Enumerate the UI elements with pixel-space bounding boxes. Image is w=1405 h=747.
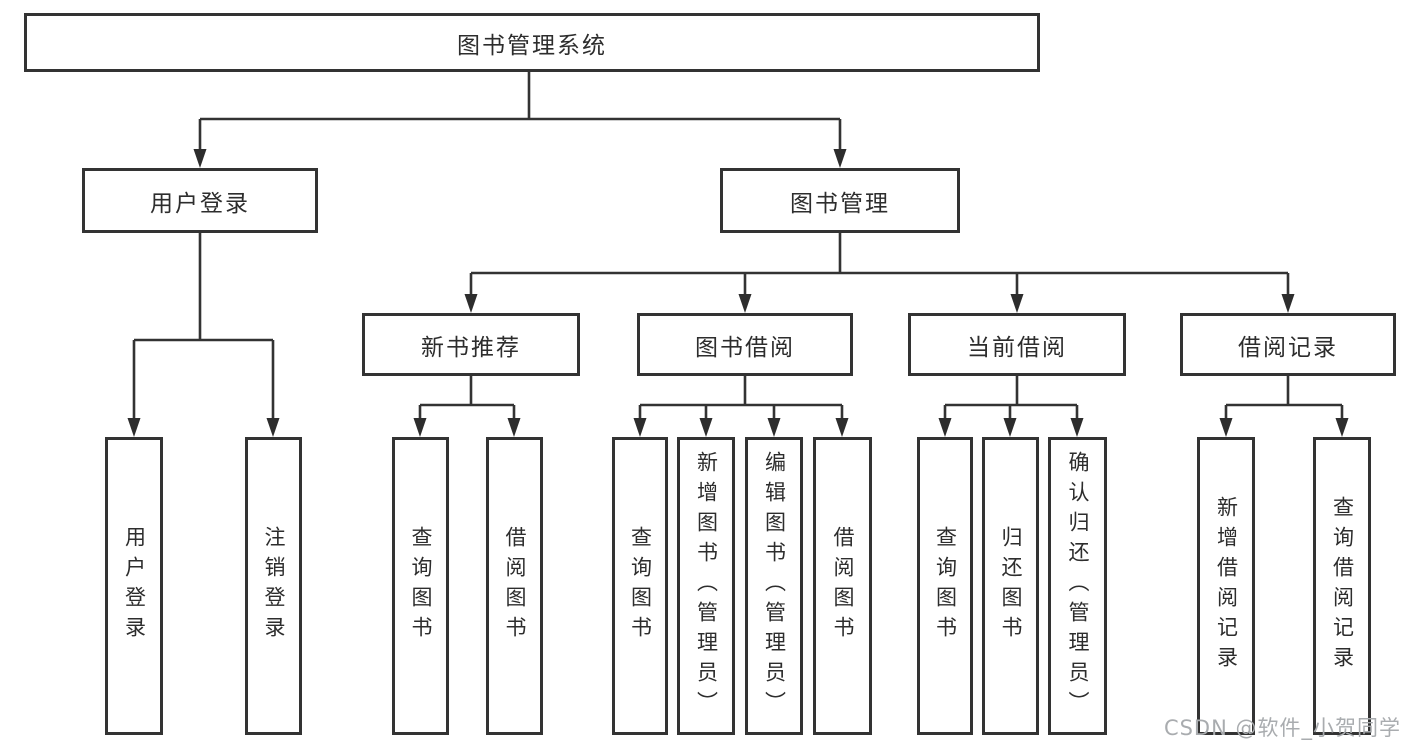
leaf-user-login: 用户登录 bbox=[105, 437, 163, 735]
node-label: 确认归还（管理员） bbox=[1066, 451, 1090, 721]
node-label: 查询借阅记录 bbox=[1330, 496, 1355, 676]
node-label: 借阅图书 bbox=[503, 526, 527, 646]
node-label: 图书管理 bbox=[790, 190, 890, 217]
csdn-watermark: CSDN @软件_小贺同学 bbox=[1163, 716, 1401, 740]
leaf-query-books-current: 查询图书 bbox=[917, 437, 973, 735]
node-label: 注销登录 bbox=[262, 526, 286, 646]
node-label: 新增图书（管理员） bbox=[694, 451, 719, 721]
node-label: 借阅记录 bbox=[1238, 334, 1338, 361]
node-label: 借阅图书 bbox=[831, 526, 855, 646]
node-label: 编辑图书（管理员） bbox=[762, 451, 787, 721]
node-label: 图书管理系统 bbox=[457, 32, 607, 59]
leaf-query-borrow-record: 查询借阅记录 bbox=[1313, 437, 1371, 735]
node-label: 用户登录 bbox=[150, 190, 250, 217]
leaf-return-books: 归还图书 bbox=[982, 437, 1039, 735]
node-library-management-system: 图书管理系统 bbox=[24, 13, 1040, 72]
node-label: 查询图书 bbox=[628, 526, 653, 646]
node-book-borrowing: 图书借阅 bbox=[637, 313, 853, 376]
node-current-borrowing: 当前借阅 bbox=[908, 313, 1126, 376]
node-label: 图书借阅 bbox=[695, 334, 795, 361]
leaf-query-books-recommend: 查询图书 bbox=[392, 437, 449, 735]
node-user-login-module: 用户登录 bbox=[82, 168, 318, 233]
leaf-query-books-borrow: 查询图书 bbox=[612, 437, 668, 735]
node-label: 用户登录 bbox=[122, 526, 147, 646]
leaf-confirm-return-admin: 确认归还（管理员） bbox=[1048, 437, 1107, 735]
leaf-borrow-books: 借阅图书 bbox=[813, 437, 872, 735]
leaf-borrow-books-recommend: 借阅图书 bbox=[486, 437, 543, 735]
node-book-management-module: 图书管理 bbox=[720, 168, 960, 233]
node-label: 当前借阅 bbox=[967, 334, 1067, 361]
node-new-book-recommendation: 新书推荐 bbox=[362, 313, 580, 376]
leaf-add-borrow-record: 新增借阅记录 bbox=[1197, 437, 1255, 735]
leaf-edit-book-admin: 编辑图书（管理员） bbox=[745, 437, 803, 735]
node-label: 新增借阅记录 bbox=[1214, 496, 1239, 676]
leaf-logout: 注销登录 bbox=[245, 437, 302, 735]
node-label: 归还图书 bbox=[999, 526, 1023, 646]
leaf-add-book-admin: 新增图书（管理员） bbox=[677, 437, 735, 735]
node-label: 新书推荐 bbox=[421, 334, 521, 361]
node-label: 查询图书 bbox=[933, 526, 958, 646]
node-borrowing-records: 借阅记录 bbox=[1180, 313, 1396, 376]
node-label: 查询图书 bbox=[409, 526, 433, 646]
